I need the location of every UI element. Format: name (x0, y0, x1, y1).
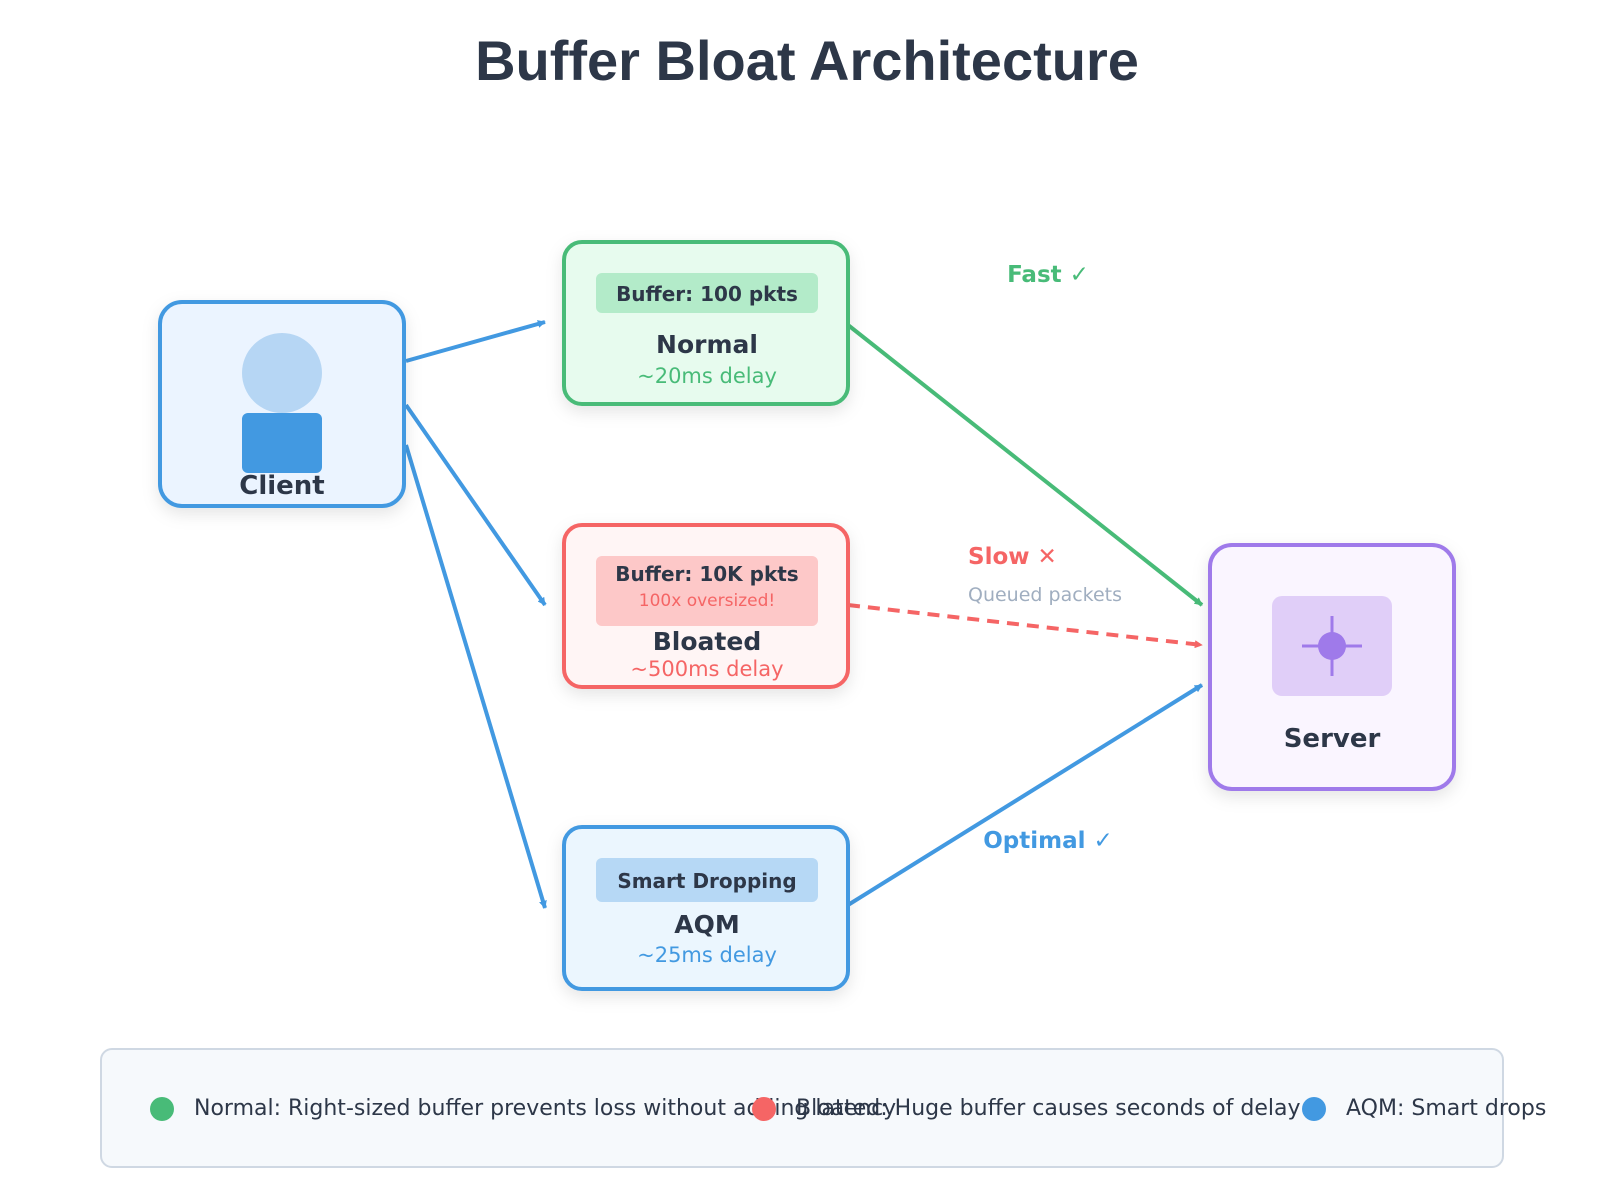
user-icon (242, 333, 322, 473)
edge-bloated-server (847, 603, 1203, 649)
normal-buffer-badge-text: Buffer: 100 pkts (616, 282, 798, 306)
legend-dot-red (752, 1096, 776, 1121)
bloated-buffer-badge-text: Buffer: 10K pkts (615, 562, 798, 586)
legend-text-aqm: AQM: Smart drops (1346, 1096, 1547, 1121)
normal-buffer-badge (596, 273, 818, 313)
client-node: Client (158, 300, 406, 508)
aqm-badge (596, 858, 818, 902)
edge-client-normal (405, 320, 546, 363)
edge-normal-server (846, 323, 1204, 607)
bloated-buffer-badge (596, 556, 818, 626)
edge-label-fast: Fast ✓ (1007, 262, 1089, 288)
legend-item-aqm: AQM: Smart drops (1302, 1096, 1546, 1121)
client-label: Client (239, 471, 324, 501)
server-node: Server (1208, 543, 1456, 791)
legend: Normal: Right-sized buffer prevents loss… (100, 1048, 1546, 1168)
edge-client-bloated (404, 403, 547, 607)
legend-dot-green (150, 1096, 174, 1121)
page-title: Buffer Bloat Architecture (475, 29, 1139, 92)
legend-text-normal: Normal: Right-sized buffer prevents loss… (194, 1096, 897, 1121)
bloated-buffer-node: Buffer: 10K pkts 100x oversized! Bloated… (562, 523, 850, 689)
server-label: Server (1284, 724, 1381, 754)
normal-delay: ~20ms delay (637, 364, 777, 388)
aqm-node: Smart Dropping AQM ~25ms delay (562, 825, 850, 991)
edge-client-aqm (404, 444, 547, 909)
legend-item-normal: Normal: Right-sized buffer prevents loss… (150, 1096, 896, 1121)
legend-item-bloated: Bloated: Huge buffer causes seconds of d… (752, 1096, 1301, 1121)
aqm-label: AQM (674, 910, 739, 939)
legend-dot-blue (1302, 1096, 1326, 1121)
bloated-oversized-note: 100x oversized! (639, 591, 775, 611)
edge-label-optimal: Optimal ✓ (983, 828, 1113, 854)
normal-buffer-node: Buffer: 100 pkts Normal ~20ms delay (562, 240, 850, 406)
legend-text-bloated: Bloated: Huge buffer causes seconds of d… (796, 1096, 1301, 1121)
edge-label-queued-packets: Queued packets (968, 584, 1122, 606)
server-crosshair-icon (1302, 616, 1362, 676)
normal-label: Normal (656, 330, 758, 359)
aqm-badge-text: Smart Dropping (617, 869, 796, 893)
edge-label-slow: Slow ✕ (968, 544, 1057, 570)
edge-aqm-server (846, 683, 1204, 907)
aqm-delay: ~25ms delay (637, 943, 777, 967)
bloated-label: Bloated (653, 627, 761, 656)
bloated-delay: ~500ms delay (630, 657, 783, 681)
